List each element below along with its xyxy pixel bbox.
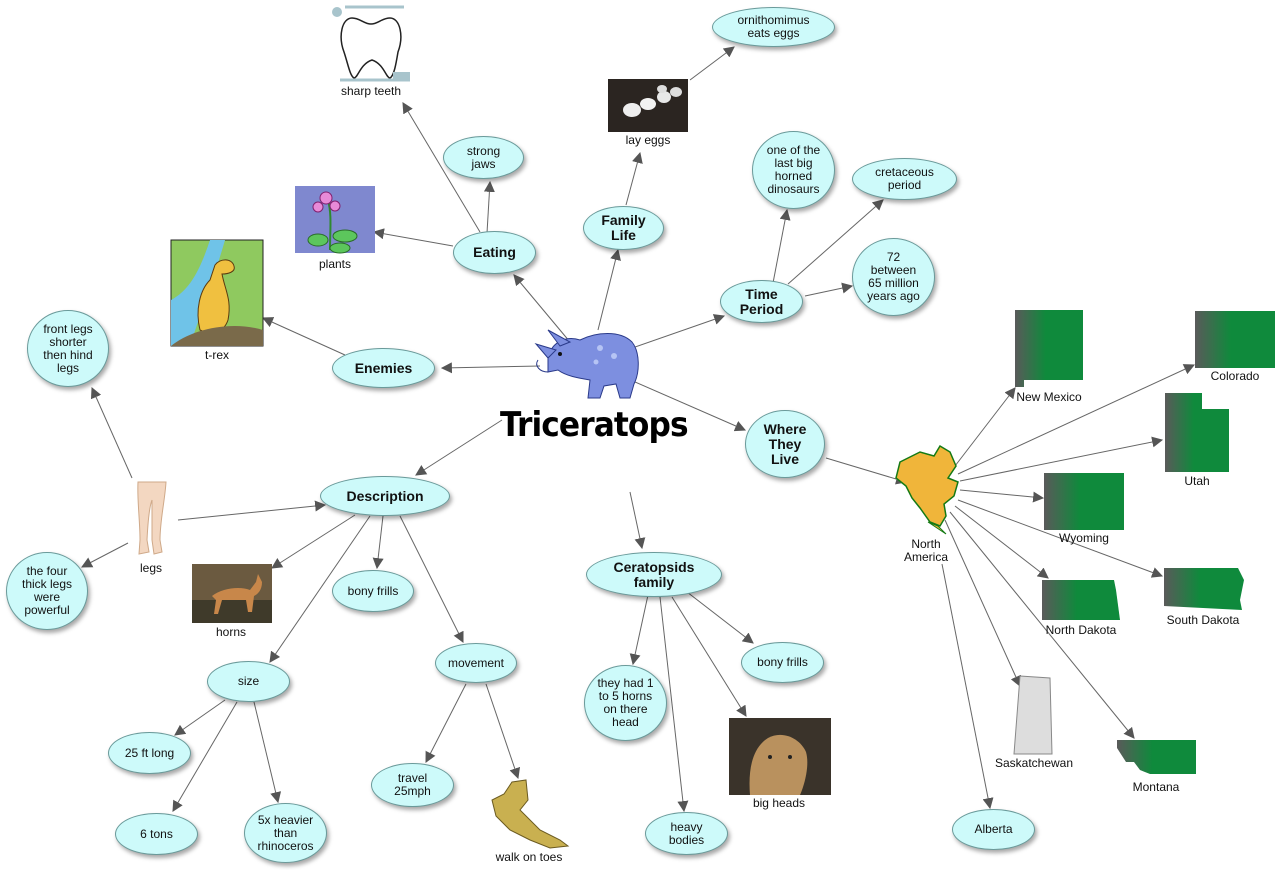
legs-icon — [137, 481, 167, 555]
caption-big-heads: big heads — [752, 796, 806, 810]
caption-wyoming: Wyoming — [1059, 531, 1109, 545]
node-bony-frills-description[interactable]: bony frills — [332, 570, 414, 612]
antelope-icon — [192, 564, 272, 623]
caption-new-mexico: New Mexico — [1016, 390, 1082, 404]
node-bony-frills-family[interactable]: bony frills — [741, 642, 824, 683]
map-title: Triceratops — [500, 405, 689, 445]
caption-montana: Montana — [1132, 780, 1180, 794]
caption-legs: legs — [139, 561, 162, 575]
node-25ft-long[interactable]: 25 ft long — [108, 732, 191, 774]
node-description[interactable]: Description — [320, 476, 450, 516]
node-eating[interactable]: Eating — [453, 231, 536, 274]
tooth-icon — [332, 5, 410, 82]
node-last-horned[interactable]: one of the last big horned dinosaurs — [752, 131, 835, 209]
node-cretaceous[interactable]: cretaceous period — [852, 158, 957, 200]
node-alberta[interactable]: Alberta — [952, 809, 1035, 850]
foot-bones-icon — [491, 779, 570, 849]
node-size[interactable]: size — [207, 661, 290, 702]
node-strong-jaws[interactable]: strong jaws — [443, 136, 524, 179]
node-family-life[interactable]: Family Life — [583, 206, 664, 250]
caption-saskatchewan: Saskatchewan — [994, 756, 1074, 770]
node-four-legs[interactable]: the four thick legs were powerful — [6, 552, 88, 630]
north-america-map-icon — [895, 444, 959, 535]
node-front-legs[interactable]: front legs shorter then hind legs — [27, 310, 109, 387]
state-maps — [1013, 310, 1275, 774]
node-ornithomimus[interactable]: ornithomimus eats eggs — [712, 7, 835, 47]
node-enemies[interactable]: Enemies — [332, 348, 435, 388]
caption-north-dakota: North Dakota — [1045, 623, 1117, 637]
node-where-they-live[interactable]: Where They Live — [745, 410, 825, 478]
node-time-period[interactable]: Time Period — [720, 280, 803, 323]
trex-icon — [170, 239, 264, 347]
node-ceratopsids-family[interactable]: Ceratopsids family — [586, 552, 722, 597]
node-movement[interactable]: movement — [435, 643, 517, 683]
caption-south-dakota: South Dakota — [1166, 613, 1240, 627]
caption-sharp-teeth: sharp teeth — [340, 84, 402, 98]
node-horns-count[interactable]: they had 1 to 5 horns on there head — [584, 665, 667, 741]
caption-utah: Utah — [1184, 474, 1210, 488]
caption-plants: plants — [318, 257, 352, 271]
caption-walk-on-toes: walk on toes — [495, 850, 563, 864]
caption-trex: t-rex — [205, 348, 229, 362]
caption-colorado: Colorado — [1210, 369, 1260, 383]
caption-lay-eggs: lay eggs — [625, 133, 671, 147]
node-travel-25mph[interactable]: travel 25mph — [371, 763, 454, 807]
cougar-icon — [729, 718, 831, 795]
plant-icon — [295, 186, 375, 254]
node-heavy-bodies[interactable]: heavy bodies — [645, 812, 728, 855]
node-5x-heavier[interactable]: 5x heavier than rhinoceros — [244, 803, 327, 863]
triceratops-icon — [534, 329, 639, 399]
eggs-icon — [608, 79, 688, 132]
node-6-tons[interactable]: 6 tons — [115, 813, 198, 855]
caption-horns: horns — [215, 625, 247, 639]
caption-north-america: North America — [903, 537, 948, 564]
node-years-ago[interactable]: 72 between 65 million years ago — [852, 238, 935, 316]
